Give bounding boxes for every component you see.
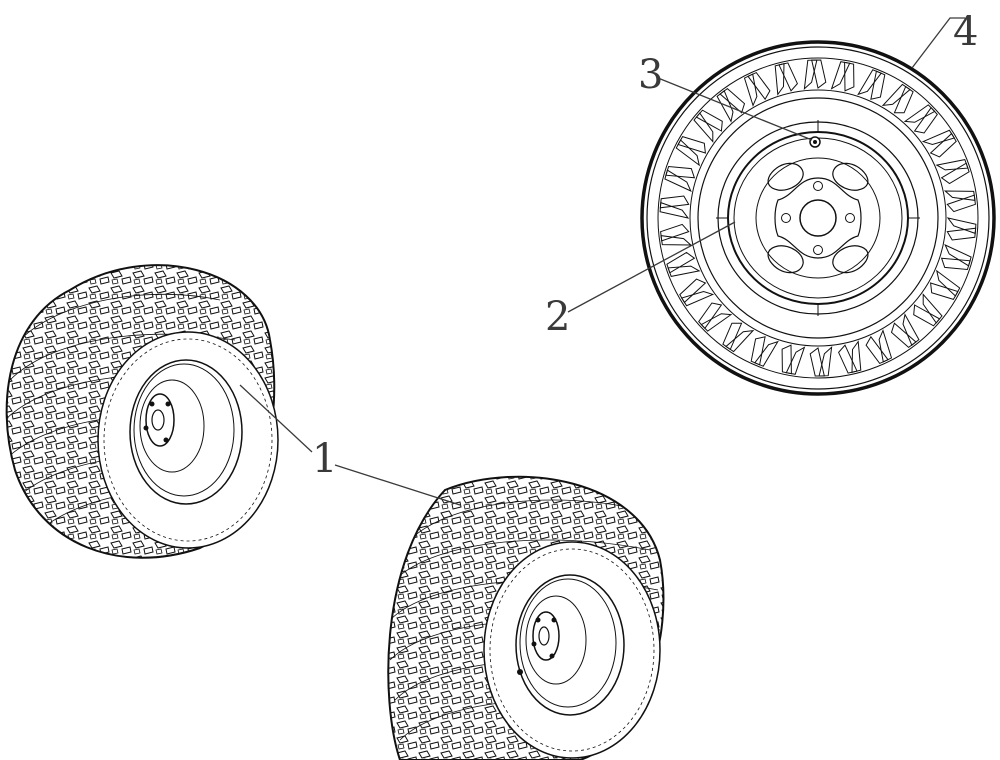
tread-block (865, 335, 889, 365)
callout-3: 3 (638, 52, 663, 98)
tread-block (940, 257, 971, 271)
tread-block (890, 322, 917, 349)
tread-block (838, 344, 858, 374)
tread-block (930, 282, 959, 300)
leader-line-1a (239, 384, 313, 453)
leader-lines (239, 17, 965, 506)
tread-block (946, 227, 977, 241)
wheel-assembly-right (387, 475, 665, 760)
leader-line-4 (911, 17, 965, 69)
valve-stem (809, 136, 821, 148)
tread-block (677, 136, 706, 154)
leader-line-3 (657, 77, 813, 141)
tread-block (666, 251, 696, 274)
callout-4: 4 (953, 9, 978, 55)
leader-line-2 (567, 221, 736, 313)
tread-block (722, 322, 743, 351)
front-view-wheel (640, 40, 996, 396)
callout-numbers: 1 2 3 4 (312, 9, 978, 482)
tread-block (913, 106, 938, 134)
callout-1: 1 (312, 436, 337, 482)
callout-2: 2 (545, 294, 570, 340)
tread-block (665, 165, 696, 179)
tread-block (660, 223, 690, 242)
tread-block (778, 62, 798, 92)
tread-block (659, 195, 690, 209)
tread-block (946, 194, 976, 213)
tread-block (913, 304, 941, 327)
wheel-assembly-left (5, 264, 279, 559)
tread-block (844, 61, 855, 92)
rim-front-view (716, 120, 920, 316)
tread-block (870, 70, 886, 100)
tread-block (695, 109, 723, 132)
tread-block (893, 85, 914, 114)
tread-block (719, 87, 746, 114)
tread-block (811, 59, 827, 89)
tread-block (929, 132, 957, 158)
tread-block (698, 302, 723, 330)
tread-block (747, 71, 771, 101)
tread-block (750, 336, 766, 366)
tread-block (940, 162, 970, 185)
tread-block (809, 347, 825, 377)
tread-block (781, 344, 792, 375)
leader-line-1b (334, 464, 461, 506)
tread-block (679, 278, 707, 304)
